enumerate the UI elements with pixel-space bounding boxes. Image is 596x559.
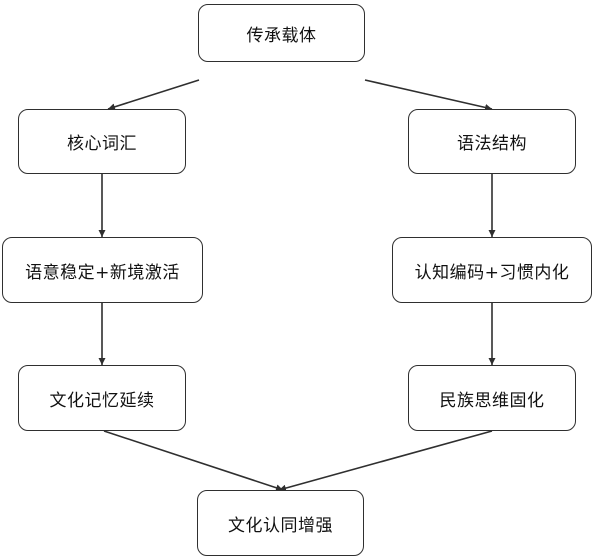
arrow-top-to-left1 xyxy=(107,79,200,111)
node-传承载体: 传承载体 xyxy=(198,4,365,62)
node-文化认同增强: 文化认同增强 xyxy=(197,490,364,556)
arrow-left3-to-bottom xyxy=(103,430,284,492)
arrow-top-to-right1 xyxy=(364,79,493,111)
node-民族思维固化: 民族思维固化 xyxy=(408,365,576,431)
node-语法结构: 语法结构 xyxy=(408,109,576,174)
node-文化记忆延续: 文化记忆延续 xyxy=(18,365,186,431)
node-认知编码-习惯内化: 认知编码+习惯内化 xyxy=(392,237,592,303)
node-语意稳定-新境激活: 语意稳定+新境激活 xyxy=(2,237,203,303)
arrow-right3-to-bottom xyxy=(278,430,493,492)
node-核心词汇: 核心词汇 xyxy=(18,109,186,174)
